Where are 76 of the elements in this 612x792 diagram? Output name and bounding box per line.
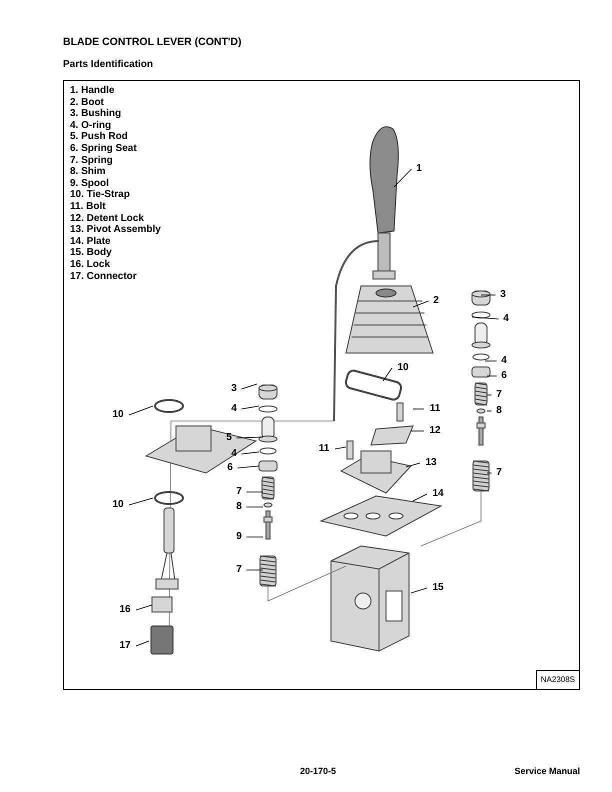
callout-number: 10 <box>110 499 126 511</box>
leader-line <box>241 406 260 410</box>
leader-line <box>236 436 264 438</box>
leader-line <box>412 494 428 502</box>
callout-number: 7 <box>234 564 244 576</box>
leader-line <box>406 462 420 468</box>
part-list-item: 6. Spring Seat <box>70 142 138 155</box>
part-list-item: 13. Pivot Assembly <box>70 224 161 236</box>
callout-number: 1 <box>414 163 424 175</box>
leader-line <box>412 300 429 308</box>
leader-line <box>334 446 346 450</box>
callout-number: 15 <box>430 582 446 594</box>
part-list-item: 3. Bushing <box>70 108 122 120</box>
leader-line <box>246 536 264 538</box>
callout-number: 3 <box>498 289 508 301</box>
callout-number: 16 <box>117 604 133 616</box>
leader-line <box>486 472 492 474</box>
callout-number: 7 <box>494 389 504 401</box>
leader-line <box>237 466 260 468</box>
callout-number: 4 <box>502 313 510 325</box>
callout-number: 4 <box>230 403 238 415</box>
callout-number: 12 <box>427 425 443 437</box>
callout-number: 9 <box>234 531 244 543</box>
callout-number: 8 <box>494 405 504 417</box>
callout-number: 3 <box>230 383 238 395</box>
part-list-item: 9. Spool <box>70 178 110 190</box>
callout-number: 10 <box>395 362 411 374</box>
figure-frame <box>63 80 580 690</box>
part-list-item: 5. Push Rod <box>70 131 129 143</box>
part-list-item: 11. Bolt <box>70 200 107 213</box>
part-list-item: 17. Connector <box>70 270 138 282</box>
leader-line <box>484 360 497 362</box>
leader-line <box>136 604 152 610</box>
part-list-item: 1. Handle <box>70 85 116 97</box>
callout-number: 14 <box>430 488 446 500</box>
leader-line <box>241 452 260 454</box>
callout-number: 7 <box>234 486 244 498</box>
part-list-item: 4. O-ring <box>70 120 112 132</box>
part-list-item: 8. Shim <box>70 166 107 178</box>
callout-number: 7 <box>494 467 504 479</box>
leader-line <box>480 294 496 296</box>
leader-line <box>246 506 264 508</box>
page-title: BLADE CONTROL LEVER (CONT'D) <box>63 35 242 50</box>
section-heading: Parts Identification <box>63 58 154 72</box>
callout-number: 11 <box>316 443 332 455</box>
part-list-item: 14. Plate <box>70 236 112 248</box>
part-list-item: 10. Tie-Strap <box>70 189 131 201</box>
part-list-item: 12. Detent Lock <box>70 212 145 224</box>
leader-line <box>412 408 424 410</box>
leader-line <box>128 498 154 506</box>
callout-number: 17 <box>117 640 133 652</box>
callout-number: 6 <box>226 462 234 474</box>
callout-number: 5 <box>224 432 234 444</box>
leader-line <box>486 410 492 412</box>
callout-number: 8 <box>234 501 244 513</box>
leader-line <box>382 368 392 382</box>
leader-line <box>241 384 258 390</box>
callout-number: 2 <box>432 295 440 307</box>
leader-line <box>136 640 150 646</box>
part-list-item: 15. Body <box>70 247 113 259</box>
leader-line <box>410 588 428 594</box>
leader-line <box>128 406 154 416</box>
callout-number: 11 <box>427 403 443 415</box>
part-list-item: 7. Spring <box>70 154 114 166</box>
leader-line <box>410 430 424 432</box>
leader-line <box>486 394 492 396</box>
leader-line <box>394 168 412 188</box>
callout-number: 4 <box>500 355 508 367</box>
part-list-item: 16. Lock <box>70 258 112 270</box>
manual-name: Service Manual <box>514 765 580 778</box>
part-list-item: 2. Boot <box>70 96 105 108</box>
callout-number: 13 <box>423 457 439 469</box>
callout-number: 6 <box>500 370 508 382</box>
drawing-number-box: NA2308S <box>536 670 579 689</box>
page-number: 20-170-5 <box>300 765 336 778</box>
callout-number: 10 <box>110 409 126 421</box>
